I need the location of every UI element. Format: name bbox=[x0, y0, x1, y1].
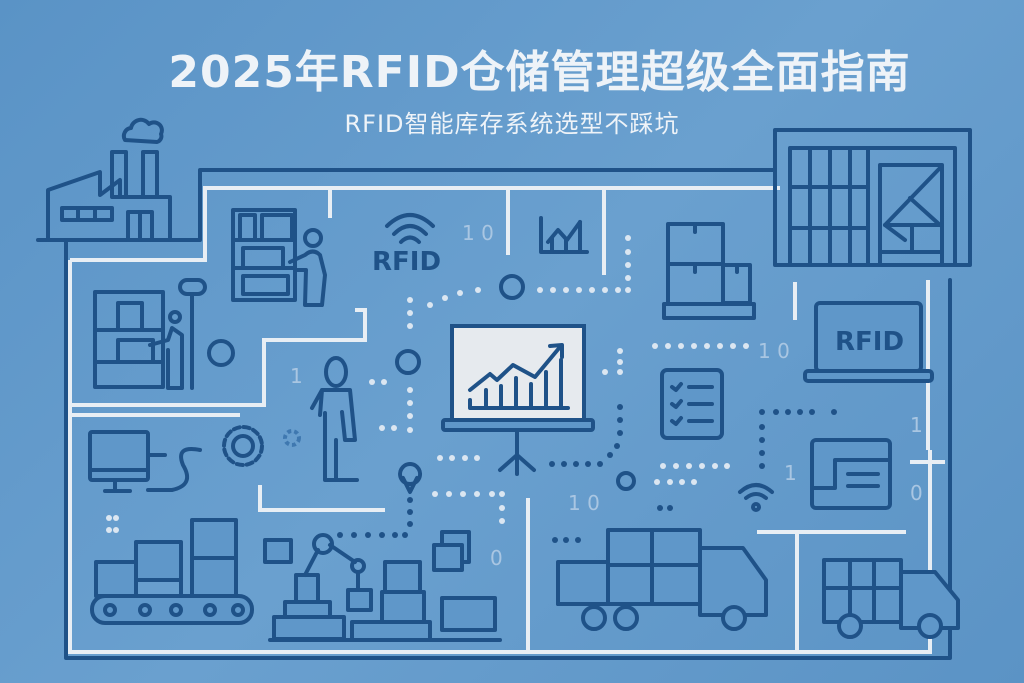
rfid-label: RFID bbox=[372, 247, 441, 277]
gear-icon bbox=[222, 425, 264, 467]
shelf-scanner-worker-icon bbox=[93, 278, 207, 390]
wifi-signal-icon bbox=[738, 483, 774, 512]
binary-digit: 0 bbox=[910, 481, 923, 505]
presentation-chart-icon bbox=[441, 324, 595, 476]
computer-monitor-icon bbox=[88, 430, 202, 493]
warehouse-building-icon bbox=[773, 128, 972, 267]
inner-walls bbox=[68, 186, 945, 654]
small-truck-icon bbox=[822, 558, 960, 639]
bar-chart-icon bbox=[539, 216, 589, 254]
pallet-boxes-icon bbox=[662, 222, 756, 320]
factory-icon bbox=[46, 150, 172, 242]
laptop-rfid-icon: RFID bbox=[803, 301, 934, 383]
node-circle bbox=[499, 274, 525, 300]
cloud-icon bbox=[121, 117, 164, 144]
dotted-paths bbox=[106, 235, 837, 543]
binary-digit: 0 bbox=[490, 546, 503, 570]
small-gear-icon bbox=[283, 429, 301, 447]
laptop-rfid-label: RFID bbox=[835, 327, 904, 357]
binary-digit: 1 bbox=[784, 461, 797, 485]
shelf-worker-icon bbox=[231, 208, 327, 307]
binary-digits: 1 0 bbox=[462, 221, 494, 245]
refresh-icon bbox=[207, 339, 235, 367]
page-subtitle: RFID智能库存系统选型不踩坑 bbox=[344, 110, 680, 138]
person-icon bbox=[310, 356, 359, 482]
binary-digits: 1 0 bbox=[568, 491, 600, 515]
outer-wall bbox=[36, 168, 952, 660]
document-panel-icon bbox=[810, 438, 892, 510]
binary-digit: 1 bbox=[290, 364, 303, 388]
delivery-truck-icon bbox=[556, 528, 768, 631]
robot-arm-icon bbox=[263, 530, 502, 642]
location-pin-icon bbox=[398, 462, 423, 494]
page-title: 2025年RFID仓储管理超级全面指南 bbox=[168, 47, 911, 98]
checklist-icon bbox=[660, 368, 724, 440]
node-circle bbox=[395, 349, 421, 375]
binary-digit: 1 bbox=[910, 413, 923, 437]
node-circle bbox=[616, 471, 636, 491]
binary-digits: 1 0 bbox=[758, 339, 790, 363]
rfid-wifi-icon: RFID bbox=[372, 213, 441, 277]
conveyor-belt-icon bbox=[90, 518, 254, 625]
